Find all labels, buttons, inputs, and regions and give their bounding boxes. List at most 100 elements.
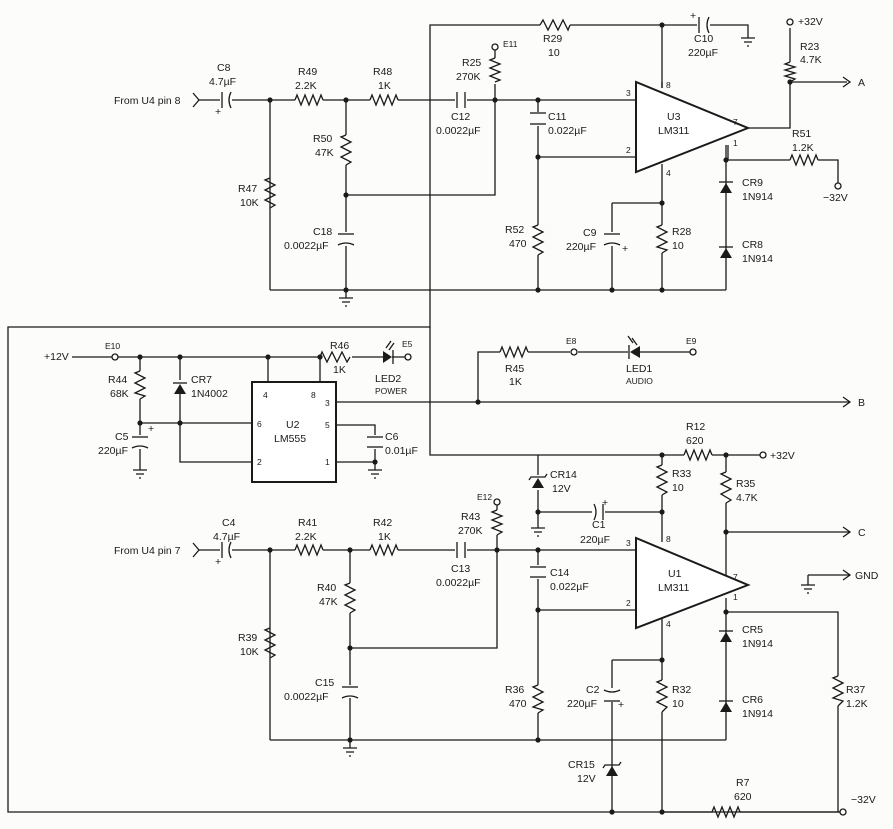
plus32-mid-label: +32V [770, 450, 795, 462]
r12-value: 620 [686, 435, 704, 447]
r41-symbol [294, 543, 324, 557]
r33-ref: R33 [672, 468, 691, 480]
r51-value: 1.2K [792, 142, 814, 154]
r36-symbol [531, 684, 545, 714]
input-u4-pin7-label: From U4 pin 7 [114, 545, 181, 557]
r7-symbol [711, 805, 741, 819]
c13-ref: C13 [451, 563, 470, 575]
cr7-ref: CR7 [191, 374, 212, 386]
r40-value: 47K [319, 596, 338, 608]
c10-ref: C10 [694, 33, 713, 45]
plus32-top-label: +32V [798, 16, 823, 28]
cr6-ref: CR6 [742, 694, 763, 706]
r47-symbol [263, 177, 277, 209]
polarity-marks: + + + + + + + [148, 10, 696, 711]
c12-symbol [456, 92, 466, 108]
r49-value: 2.2K [295, 80, 317, 92]
u2-pin6: 6 [257, 419, 262, 429]
cr14-ref: CR14 [550, 469, 577, 481]
r47-value: 10K [240, 197, 259, 209]
r40-symbol [343, 582, 357, 614]
terminal-minus32-bot [839, 808, 847, 816]
u3-comparator [635, 80, 751, 174]
r35-ref: R35 [736, 478, 755, 490]
r49-ref: R49 [298, 66, 317, 78]
output-arrow-icon [842, 526, 852, 538]
output-c-label: C [858, 527, 866, 539]
r36-value: 470 [509, 698, 527, 710]
r29-ref: R29 [543, 33, 562, 45]
junction-dot [343, 97, 349, 103]
ground-icon [339, 290, 353, 307]
r44-ref: R44 [108, 374, 127, 386]
u1-comparator [635, 536, 751, 630]
junction-dot [347, 645, 353, 651]
cr6-symbol [719, 700, 733, 712]
r45-symbol [499, 345, 529, 359]
r48-symbol [369, 93, 399, 107]
u1-pin2: 2 [626, 598, 631, 608]
u2-pin5: 5 [325, 420, 330, 430]
r51-ref: R51 [792, 128, 811, 140]
junction-dot [609, 809, 615, 815]
c11-ref: C11 [548, 111, 567, 123]
u2-pin4: 4 [263, 390, 268, 400]
r52-value: 470 [509, 238, 527, 250]
r12-ref: R12 [686, 421, 705, 433]
terminal-plus32-top [786, 18, 794, 26]
e10-label: E10 [105, 341, 120, 351]
c4-ref: C4 [222, 517, 236, 529]
c2-value: 220µF [567, 698, 597, 710]
r45-value: 1K [509, 376, 522, 388]
plus-mark: + [148, 423, 154, 435]
plus-mark: + [215, 106, 221, 118]
cr5-ref: CR5 [742, 624, 763, 636]
c2-ref: C2 [586, 684, 600, 696]
c4-symbol [221, 541, 232, 559]
r33-value: 10 [672, 482, 684, 494]
e5-label: E5 [402, 339, 413, 349]
r37-symbol [831, 675, 845, 707]
c9-value: 220µF [566, 241, 596, 253]
junction-dot [535, 607, 541, 613]
r32-value: 10 [672, 698, 684, 710]
r36-ref: R36 [505, 684, 524, 696]
u2-pin8: 8 [311, 390, 316, 400]
r41-ref: R41 [298, 517, 317, 529]
junction-dot [723, 609, 729, 615]
cr8-symbol [719, 246, 733, 258]
c14-ref: C14 [550, 567, 569, 579]
terminal-e10 [111, 353, 119, 361]
cr15-symbol [602, 761, 622, 776]
r37-value: 1.2K [846, 698, 868, 710]
cr9-ref: CR9 [742, 177, 763, 189]
r43-ref: R43 [461, 511, 480, 523]
c8-value: 4.7µF [209, 76, 236, 88]
junction-dot [492, 97, 498, 103]
c12-ref: C12 [451, 111, 470, 123]
u3-pin3: 3 [626, 88, 631, 98]
c9-ref: C9 [583, 227, 597, 239]
r35-value: 4.7K [736, 492, 758, 504]
junction-dot [535, 97, 541, 103]
r42-symbol [369, 543, 399, 557]
c6-ref: C6 [385, 431, 399, 443]
gnd-label: GND [855, 570, 879, 582]
r43-value: 270K [458, 525, 483, 537]
plus-mark: + [602, 497, 608, 509]
r42-ref: R42 [373, 517, 392, 529]
r7-value: 620 [734, 791, 752, 803]
r28-value: 10 [672, 240, 684, 252]
junction-dot [723, 529, 729, 535]
c15-value: 0.0022µF [284, 691, 329, 703]
c12-value: 0.0022µF [436, 125, 481, 137]
u1-pin4: 4 [666, 619, 671, 629]
junction-dot [494, 547, 500, 553]
ground-icon [368, 469, 382, 479]
r29-value: 10 [548, 47, 560, 59]
terminal-e9 [689, 348, 697, 356]
u2-pin3: 3 [325, 398, 330, 408]
r50-ref: R50 [313, 133, 332, 145]
terminal-e11 [491, 43, 499, 51]
